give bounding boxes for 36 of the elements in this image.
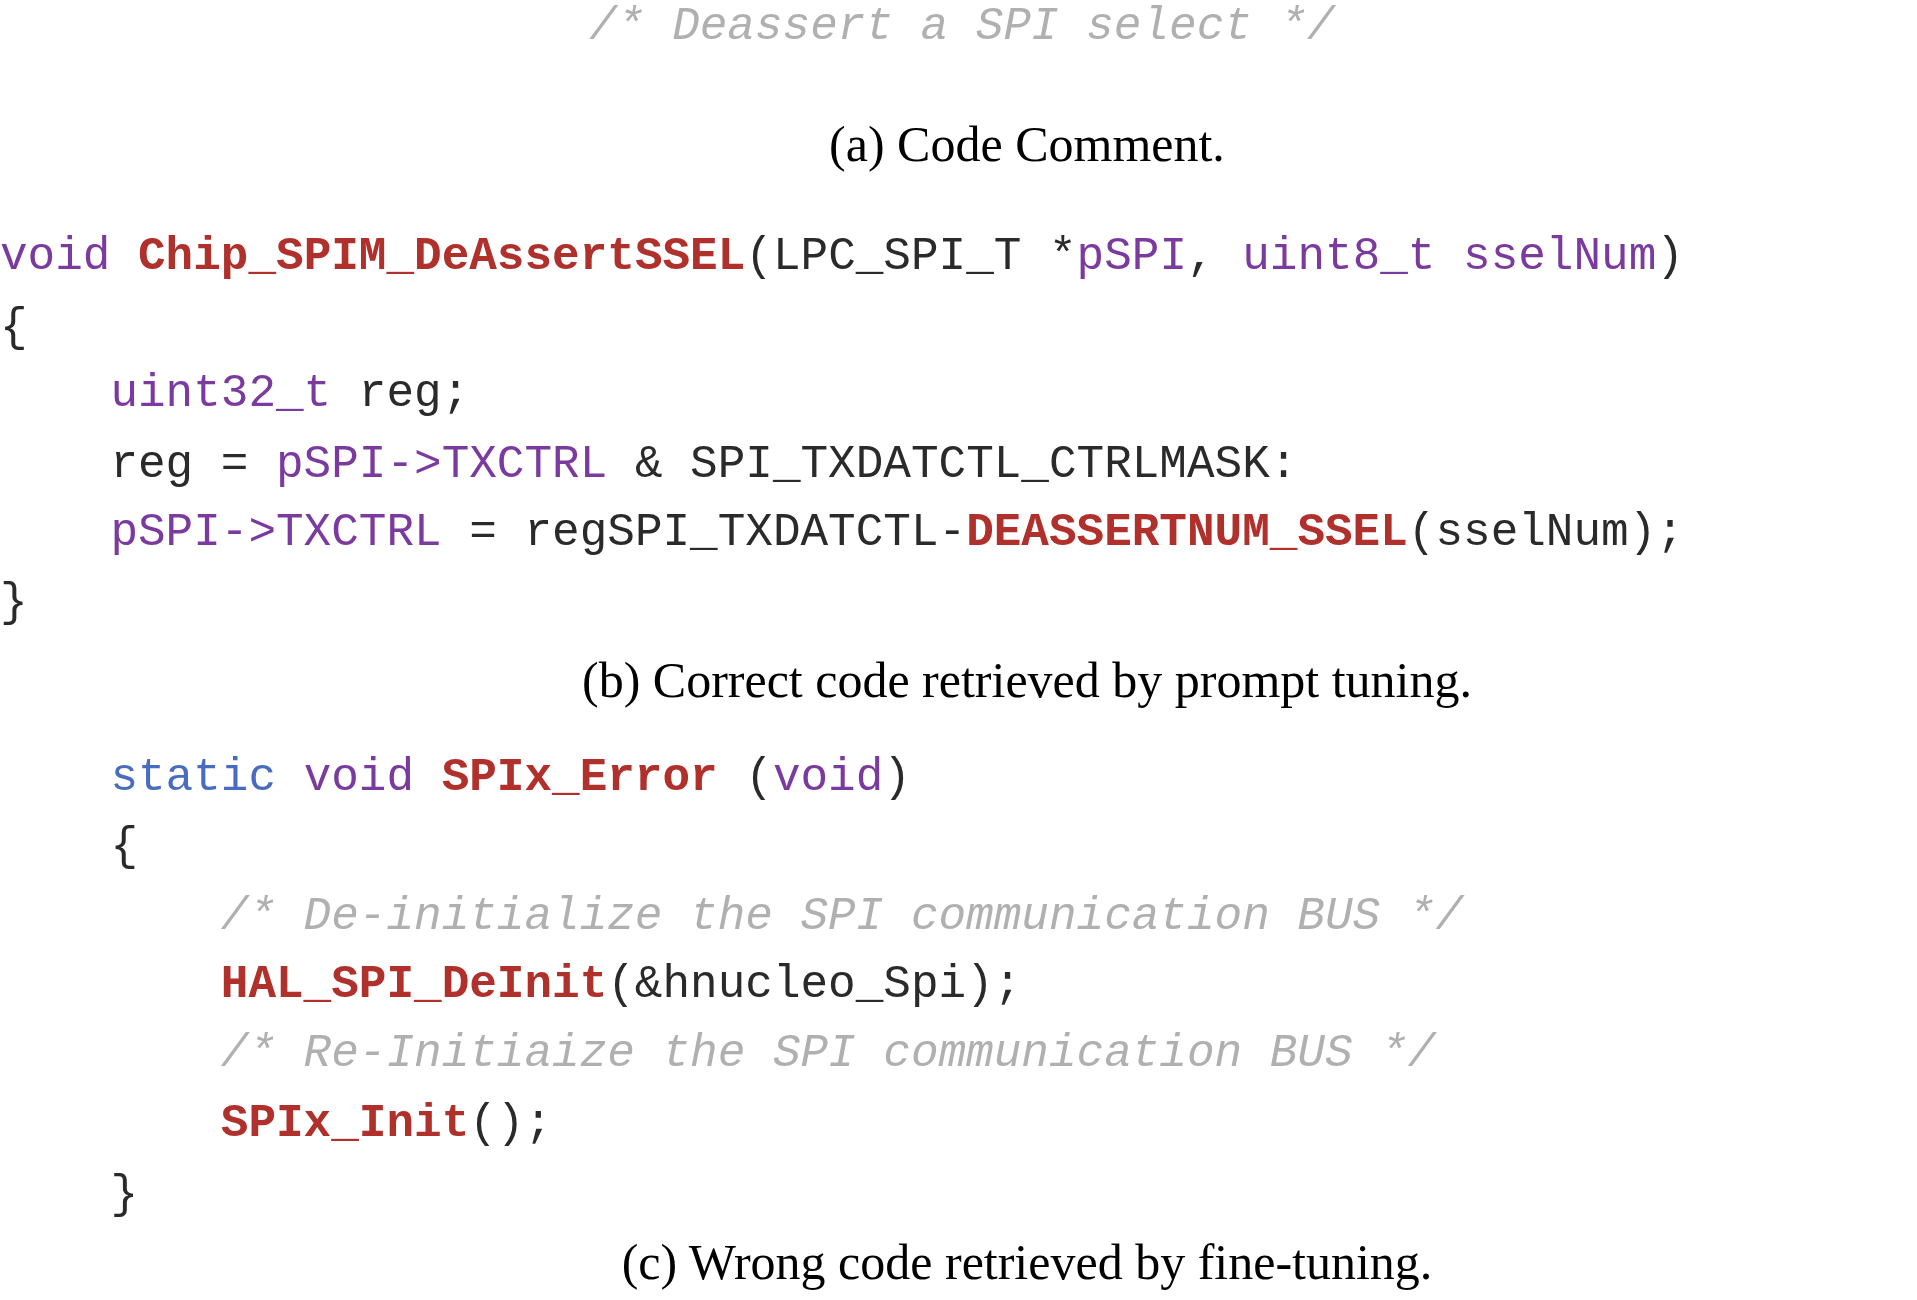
function-name: HAL_SPI_DeInit xyxy=(220,958,608,1013)
function-name: Chip_SPIM_DeAssertSSEL xyxy=(138,230,746,285)
code-text: (sselNum); xyxy=(1407,506,1684,561)
code-keyword: void xyxy=(303,751,415,806)
code-text: & SPI_TXDATCTL_CTRLMASK: xyxy=(634,438,1298,493)
code-text: } xyxy=(110,1168,138,1223)
function-name: DEASSERTNUM_SSEL xyxy=(966,506,1408,561)
code-text: ) xyxy=(883,751,911,806)
code-text: (LPC_SPI_T * xyxy=(745,230,1077,285)
code-text: reg; xyxy=(358,367,470,422)
code-keyword: static xyxy=(110,751,277,806)
code-keyword: void xyxy=(772,751,884,806)
code-comment: /* Deassert a SPI select */ xyxy=(589,0,1335,55)
code-text: { xyxy=(110,820,138,875)
code-text: reg = xyxy=(110,438,249,493)
code-comment: /* De-initialize the SPI communication BUS */ xyxy=(220,890,1463,945)
code-keyword: uint32_t xyxy=(110,367,332,422)
code-text: = regSPI_TXDATCTL- xyxy=(469,506,967,561)
caption: (c) Wrong code retrieved by fine-tuning. xyxy=(621,1233,1433,1292)
code-keyword: pSPI->TXCTRL xyxy=(110,506,442,561)
code-text: } xyxy=(0,576,28,631)
code-text: ) xyxy=(1656,230,1684,285)
code-text: , xyxy=(1187,230,1215,285)
caption: (a) Code Comment. xyxy=(829,115,1225,174)
code-text: (&hnucleo_Spi); xyxy=(607,958,1022,1013)
function-name: SPIx_Error xyxy=(441,751,718,806)
code-text: (); xyxy=(469,1097,553,1152)
function-name: SPIx_Init xyxy=(220,1097,470,1152)
code-keyword: pSPI xyxy=(1076,230,1187,285)
code-keyword: pSPI->TXCTRL xyxy=(276,438,608,493)
code-keyword: void xyxy=(0,230,111,285)
code-text: { xyxy=(0,301,28,356)
caption: (b) Correct code retrieved by prompt tuning. xyxy=(582,651,1472,710)
code-comment: /* Re-Initiaize the SPI communication BUS */ xyxy=(220,1027,1436,1082)
code-text: ( xyxy=(745,751,773,806)
code-keyword: uint8_t sselNum xyxy=(1242,230,1657,285)
